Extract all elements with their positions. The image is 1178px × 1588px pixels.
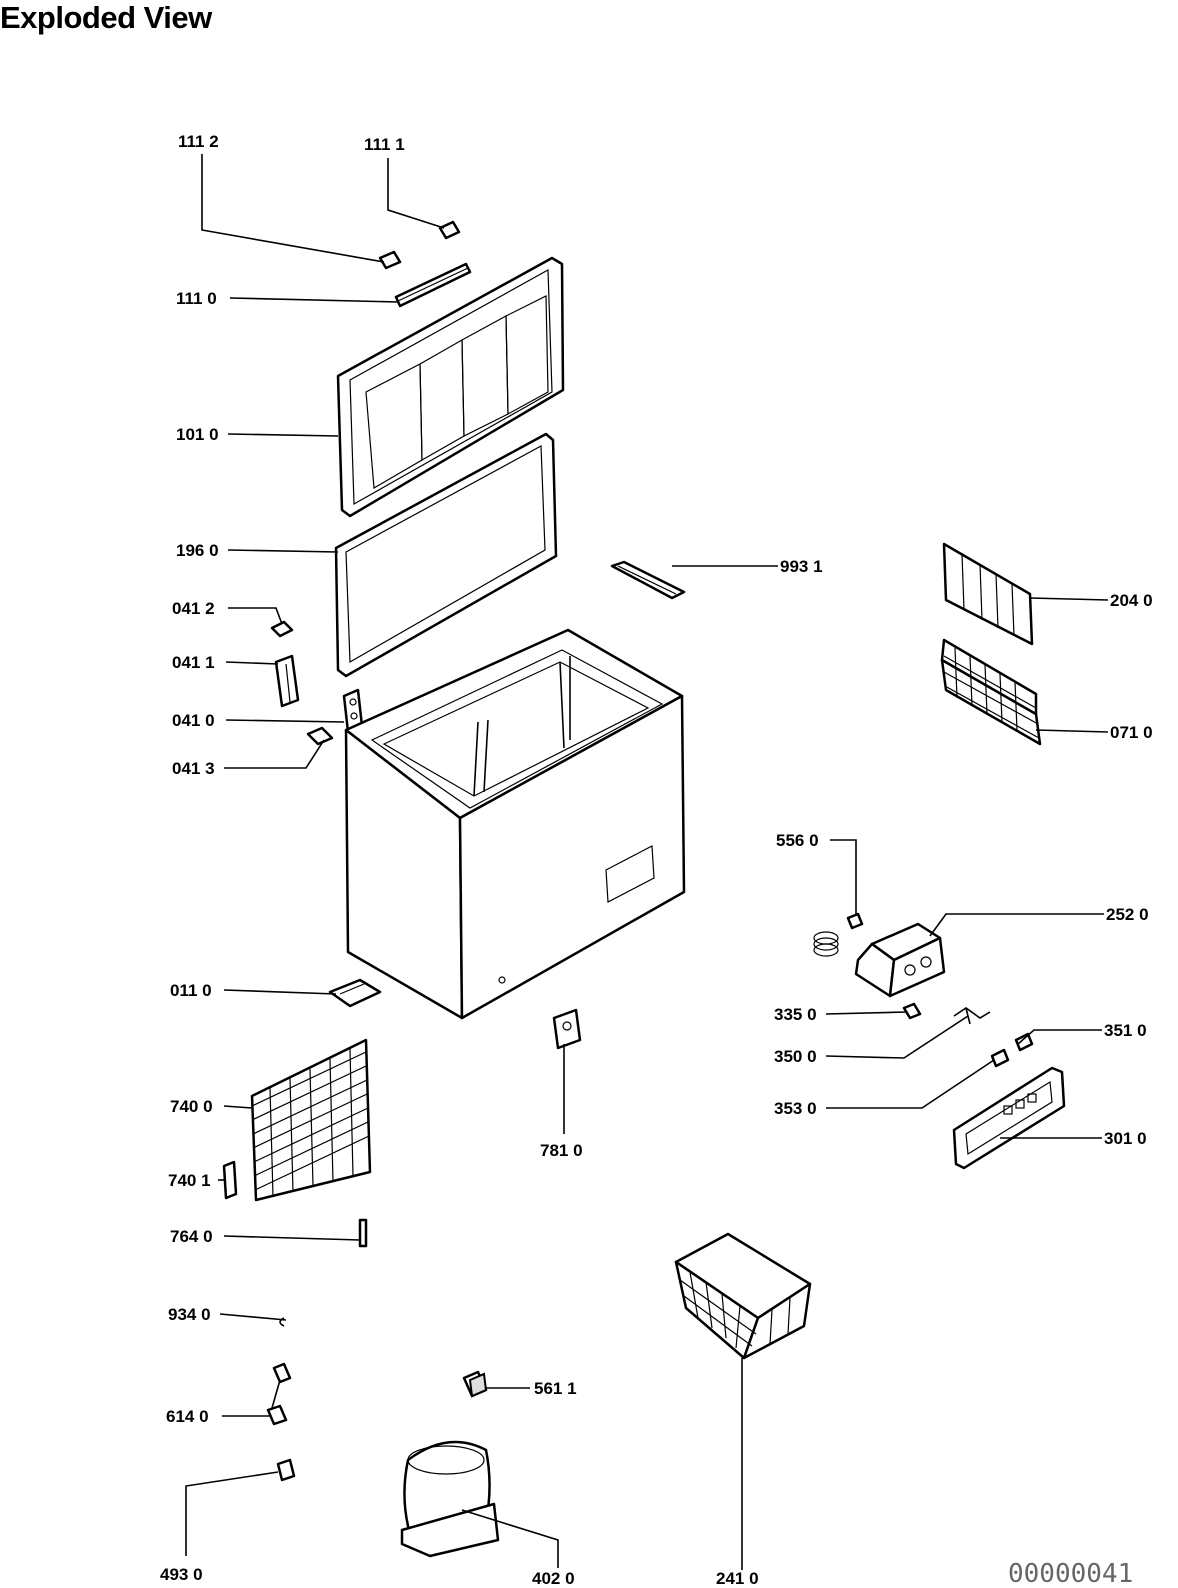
bracket-011-0	[328, 978, 382, 1008]
leader-lines	[185, 154, 1109, 1570]
panel-204-0	[942, 542, 1034, 646]
callout-252-0: 252 0	[1106, 905, 1149, 924]
callout-301-0: 301 0	[1104, 1129, 1147, 1148]
callout-041-2: 041 2	[172, 599, 215, 618]
callout-764-0: 764 0	[170, 1227, 213, 1246]
callout-335-0: 335 0	[774, 1005, 817, 1024]
leader-111-2	[201, 154, 385, 263]
document-number: 00000041	[1008, 1559, 1133, 1588]
leader-196-0	[227, 549, 339, 553]
leader-740-0	[223, 1105, 253, 1109]
bracket-781-0	[552, 1008, 582, 1050]
leader-011-0	[223, 989, 337, 995]
coil-556-0	[813, 912, 864, 957]
callout-993-1: 993 1	[780, 557, 823, 576]
callout-350-0: 350 0	[774, 1047, 817, 1066]
callout-353-0: 353 0	[774, 1099, 817, 1118]
leader-041-3	[224, 739, 325, 769]
clip-740-1	[222, 1160, 238, 1200]
hinge-041-1	[274, 654, 300, 708]
cabinet-body	[344, 628, 686, 1020]
control-panel-301-0	[952, 1066, 1066, 1170]
callout-196-0: 196 0	[176, 541, 219, 560]
callout-934-0: 934 0	[168, 1305, 211, 1324]
callout-111-1: 111 1	[364, 135, 405, 154]
leader-041-0	[225, 719, 345, 723]
part-351-0	[1014, 1032, 1034, 1052]
compressor-402-0	[400, 1440, 500, 1558]
callout-740-0: 740 0	[170, 1097, 213, 1116]
relay-561-1	[462, 1370, 488, 1398]
callout-614-0: 614 0	[166, 1407, 209, 1426]
grille-071-0	[940, 638, 1042, 746]
callout-101-0: 101 0	[176, 425, 219, 444]
leader-934-0	[219, 1313, 287, 1321]
leader-252-0	[929, 913, 1104, 937]
part-614-0	[266, 1362, 292, 1426]
callout-241-0: 241 0	[716, 1569, 759, 1588]
hinge-cap-111-2	[378, 250, 402, 270]
hinge-041-2	[270, 620, 294, 638]
callout-041-1: 041 1	[172, 653, 215, 672]
part-493-0	[276, 1458, 296, 1482]
callout-493-0: 493 0	[160, 1565, 203, 1584]
leader-353-0	[826, 1059, 995, 1109]
part-764-0	[358, 1218, 368, 1248]
leader-764-0	[223, 1235, 361, 1241]
part-934-0	[279, 1317, 285, 1327]
leader-111-1	[387, 158, 445, 229]
leader-041-2	[228, 607, 283, 625]
callout-204-0: 204 0	[1110, 591, 1153, 610]
callout-011-0: 011 0	[170, 981, 212, 1000]
hinge-cap-111-1	[438, 220, 461, 240]
lid-101-0	[336, 256, 565, 518]
leader-556-0	[830, 839, 857, 914]
part-353-0	[990, 1048, 1010, 1068]
housing-252-0	[854, 922, 946, 998]
leader-335-0	[825, 1011, 907, 1015]
gasket-196-0	[334, 432, 558, 678]
callout-561-1: 561 1	[534, 1379, 577, 1398]
leader-351-0	[1017, 1029, 1102, 1045]
callout-351-0: 351 0	[1104, 1021, 1147, 1040]
leader-111-0	[229, 297, 399, 303]
strip-993-1	[610, 560, 686, 600]
callout-740-1: 740 1	[168, 1171, 211, 1190]
basket-241-0	[674, 1232, 812, 1360]
leader-493-0	[185, 1471, 279, 1556]
callout-labels: 111 2 111 1 111 0 101 0 196 0 993 1 204 …	[160, 132, 1153, 1588]
part-335-0	[902, 1002, 922, 1020]
page-title: Exploded View	[0, 0, 212, 35]
leader-402-0	[461, 1509, 559, 1568]
leader-071-0	[1035, 729, 1109, 733]
callout-781-0: 781 0	[540, 1141, 583, 1160]
leader-101-0	[227, 433, 339, 437]
callout-071-0: 071 0	[1110, 723, 1153, 742]
callout-041-3: 041 3	[172, 759, 215, 778]
callout-402-0: 402 0	[532, 1569, 575, 1588]
callout-111-2: 111 2	[178, 132, 219, 151]
handle-111-0	[394, 262, 472, 308]
callout-111-0: 111 0	[176, 289, 217, 308]
leader-041-1	[225, 661, 279, 665]
hinge-041-3	[306, 726, 334, 746]
condenser-740-0	[250, 1038, 372, 1202]
leader-204-0	[1029, 597, 1109, 601]
callout-556-0: 556 0	[776, 831, 819, 850]
leader-350-0	[825, 1015, 969, 1059]
callout-041-0: 041 0	[172, 711, 215, 730]
